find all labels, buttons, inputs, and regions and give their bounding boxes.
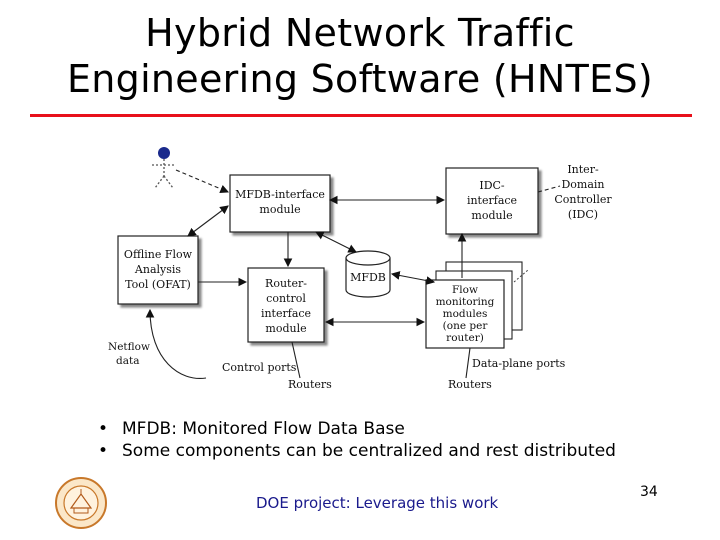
idc-label-line-4: (IDC) [568,208,598,221]
mfdb-interface-module: MFDB-interface module [229,174,331,233]
flow-monitoring-line-3: modules [443,308,488,320]
page-number: 34 [640,484,658,500]
diagram-arrows [145,169,561,379]
idc-label-line-3: Controller [554,193,612,206]
bullet-text-1: MFDB: Monitored Flow Data Base [122,419,405,439]
title-line-1: Hybrid Network Traffic [145,11,575,55]
router-control-line-3: interface [261,307,311,320]
flow-monitoring-line-5: router) [446,332,484,344]
person-icon [152,147,176,189]
bullet-item: • MFDB: Monitored Flow Data Base [98,418,618,440]
bullet-list: • MFDB: Monitored Flow Data Base • Some co… [98,418,618,462]
control-ports-label: Control ports [222,361,297,374]
bullet-item: • Some components can be centralized and … [98,440,618,462]
idc-label: Inter- Domain Controller (IDC) [554,163,612,221]
ofat-line-3: Tool (OFAT) [125,278,191,291]
netflow-line-2: data [116,355,139,367]
router-control-line-4: module [265,322,306,335]
router-control-line-1: Router- [265,277,307,290]
idc-interface-module: IDC- interface module [445,167,539,235]
flow-monitoring-line-4: (one per [443,320,489,332]
data-plane-ports-label: Data-plane ports [472,357,566,370]
diagram-labels: Netflow data Control ports Routers Data-… [108,341,566,391]
router-control-interface-module: Router- control interface module [247,267,325,343]
routers-left-label: Routers [288,378,332,391]
router-control-line-2: control [266,292,306,305]
idc-interface-line-2: interface [467,194,517,207]
ofat-line-2: Analysis [134,263,181,276]
bullet-dot: • [98,419,109,439]
slide-title: Hybrid Network Traffic Engineering Softw… [0,10,720,102]
mfdb-database: MFDB [345,250,391,298]
bullet-dot: • [98,441,109,461]
ofat-line-1: Offline Flow [124,248,193,261]
footer-note: DOE project: Leverage this work [256,494,499,512]
mfdb-interface-line-1: MFDB-interface [235,188,325,201]
bullet-text-2: Some components can be centralized and r… [122,441,616,461]
flow-monitoring-modules: Flow monitoring modules (one per router) [425,261,529,349]
netflow-line-1: Netflow [108,341,150,353]
mfdb-label: MFDB [350,271,386,284]
idc-interface-line-3: module [471,209,512,222]
title-line-2: Engineering Software (HNTES) [66,57,654,101]
idc-label-line-2: Domain [561,178,604,191]
ofat-box: Offline Flow Analysis Tool (OFAT) [117,235,199,305]
flow-monitoring-line-2: monitoring [436,296,495,308]
idc-label-line-1: Inter- [567,163,599,176]
university-seal-icon [55,477,107,529]
routers-right-label: Routers [448,378,492,391]
mfdb-interface-line-2: module [259,203,300,216]
idc-interface-line-1: IDC- [479,179,505,192]
flow-monitoring-line-1: Flow [452,284,478,296]
title-rule [30,114,692,117]
